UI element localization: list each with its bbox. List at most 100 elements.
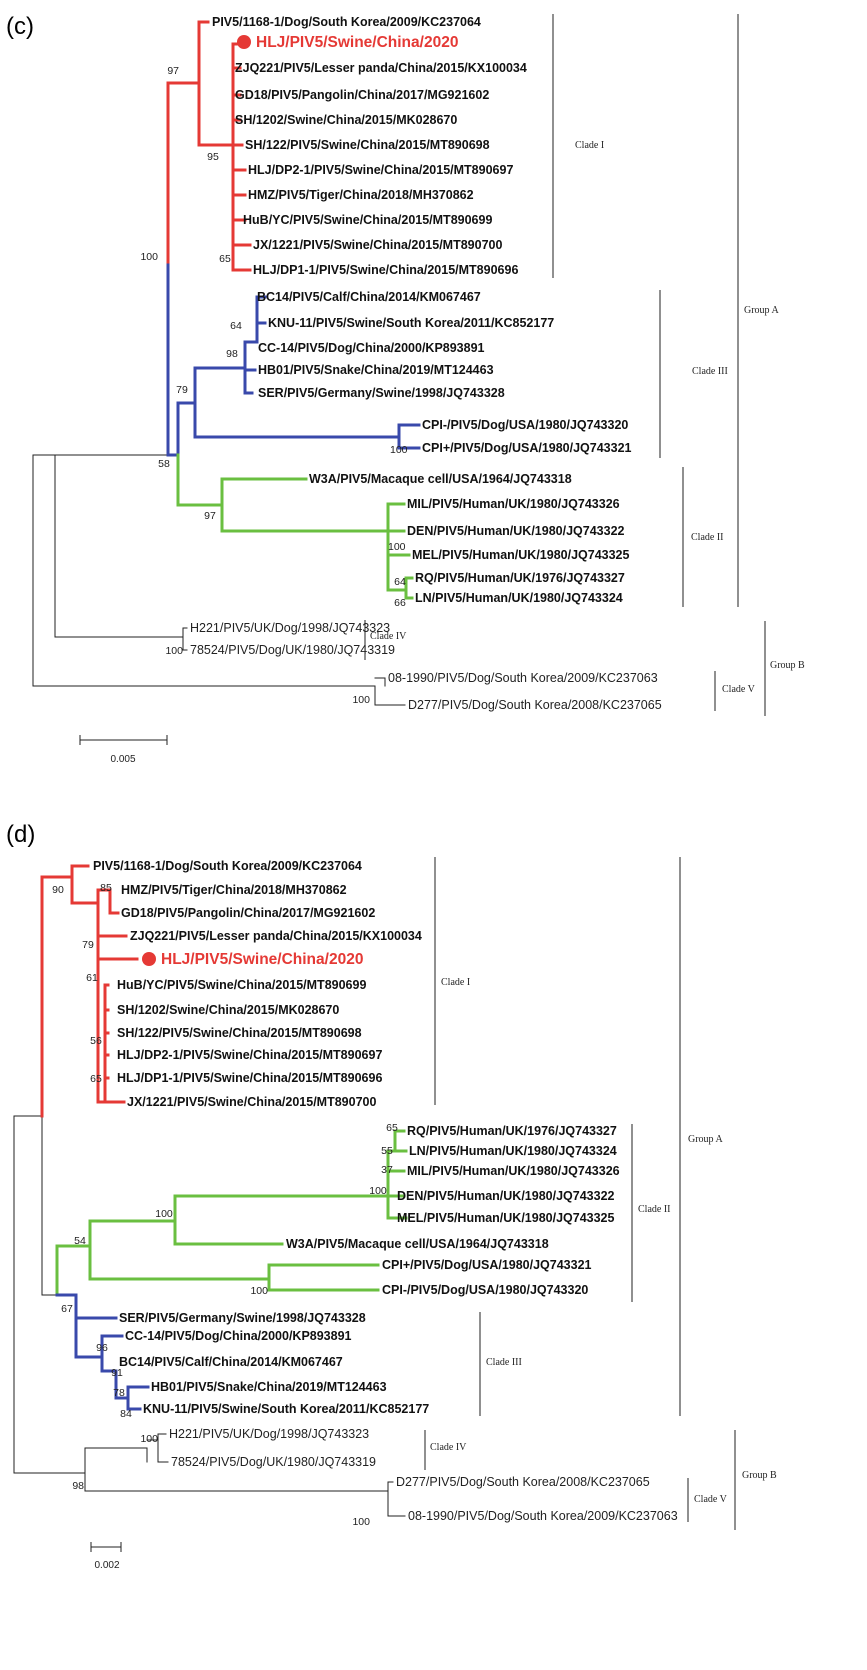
leaf-c-hlj-2020: HLJ/PIV5/Swine/China/2020: [256, 34, 458, 51]
bootstrap-61-d: 61: [86, 972, 98, 984]
bootstrap-55-d: 55: [381, 1145, 393, 1157]
leaf-d-w3a: W3A/PIV5/Macaque cell/USA/1964/JQ743318: [286, 1237, 549, 1251]
label-clade5-d: Clade V: [694, 1494, 728, 1505]
scale-bar-c: [79, 735, 168, 745]
leaf-d-ser: SER/PIV5/Germany/Swine/1998/JQ743328: [119, 1311, 366, 1325]
bootstrap-97b-c: 97: [204, 510, 216, 522]
label-groupA-d: Group A: [688, 1134, 724, 1145]
bootstrap-79-c: 79: [176, 384, 188, 396]
leaf-c-rq: RQ/PIV5/Human/UK/1976/JQ743327: [415, 571, 625, 585]
bootstrap-97-c: 97: [167, 65, 179, 77]
branch-clade3-d: [55, 1293, 150, 1411]
bootstrap-100-clade4-c: 100: [165, 645, 183, 657]
leaf-d-gd18: GD18/PIV5/Pangolin/China/2017/MG921602: [121, 906, 375, 920]
leaf-c-d277: D277/PIV5/Dog/South Korea/2008/KC237065: [408, 698, 662, 712]
leaf-d-zjq221: ZJQ221/PIV5/Lesser panda/China/2015/KX10…: [130, 929, 422, 943]
bootstrap-66-c: 66: [394, 597, 406, 609]
scale-label-d: 0.002: [94, 1560, 119, 1571]
bootstrap-95-c: 95: [207, 151, 219, 163]
leaf-d-h221: H221/PIV5/UK/Dog/1998/JQ743323: [169, 1427, 369, 1441]
leaf-c-den: DEN/PIV5/Human/UK/1980/JQ743322: [407, 524, 625, 538]
label-clade3-c: Clade III: [692, 366, 728, 377]
leaf-c-hb01: HB01/PIV5/Snake/China/2019/MT124463: [258, 363, 494, 377]
leaf-c-bc14: BC14/PIV5/Calf/China/2014/KM067467: [257, 290, 481, 304]
bootstrap-54-d: 54: [74, 1235, 86, 1247]
scale-label-c: 0.005: [110, 754, 135, 765]
panel-c-label: (c): [6, 13, 34, 40]
bootstrap-100-clade5-d: 100: [352, 1516, 370, 1528]
bootstrap-96-d: 96: [96, 1342, 108, 1354]
bootstrap-100-clade4-d: 100: [140, 1433, 158, 1445]
bootstrap-98-c: 98: [226, 348, 238, 360]
bootstrap-100-c: 100: [140, 251, 158, 263]
leaf-d-den: DEN/PIV5/Human/UK/1980/JQ743322: [397, 1189, 615, 1203]
leaf-d-hub-yc: HuB/YC/PIV5/Swine/China/2015/MT890699: [117, 978, 366, 992]
leaf-c-mil: MIL/PIV5/Human/UK/1980/JQ743326: [407, 497, 620, 511]
bootstrap-65b-d: 65: [386, 1122, 398, 1134]
leaf-d-cpi-plus: CPI+/PIV5/Dog/USA/1980/JQ743321: [382, 1258, 592, 1272]
leaf-c-1168-1: PIV5/1168-1/Dog/South Korea/2009/KC23706…: [212, 15, 481, 29]
branch-clade3-c: [166, 263, 421, 457]
branch-clade5-d: [387, 1481, 406, 1517]
label-clade1-c: Clade I: [575, 140, 604, 151]
leaf-d-ln: LN/PIV5/Human/UK/1980/JQ743324: [409, 1144, 617, 1158]
bootstrap-79-d: 79: [82, 939, 94, 951]
leaf-c-w3a: W3A/PIV5/Macaque cell/USA/1964/JQ743318: [309, 472, 572, 486]
bootstrap-91-d: 91: [111, 1367, 123, 1379]
label-clade2-d: Clade II: [638, 1204, 671, 1215]
bootstrap-90-d: 90: [52, 884, 64, 896]
branch-clade5-c: [374, 677, 406, 706]
leaf-c-zjq221: ZJQ221/PIV5/Lesser panda/China/2015/KX10…: [235, 61, 527, 75]
leaf-d-hlj-dp1-1: HLJ/DP1-1/PIV5/Swine/China/2015/MT890696: [117, 1071, 382, 1085]
leaf-c-hlj-dp1-1: HLJ/DP1-1/PIV5/Swine/China/2015/MT890696: [253, 263, 518, 277]
leaf-d-hb01: HB01/PIV5/Snake/China/2019/MT124463: [151, 1380, 387, 1394]
leaf-d-08-1990: 08-1990/PIV5/Dog/South Korea/2009/KC2370…: [408, 1509, 678, 1523]
leaf-d-cc-14: CC-14/PIV5/Dog/China/2000/KP893891: [125, 1329, 352, 1343]
leaf-d-mel: MEL/PIV5/Human/UK/1980/JQ743325: [397, 1211, 615, 1225]
bootstrap-84-d: 84: [120, 1408, 132, 1420]
branch-clade4-c: [182, 627, 188, 651]
leaf-d-hlj-dp2-1: HLJ/DP2-1/PIV5/Swine/China/2015/MT890697: [117, 1048, 382, 1062]
bootstrap-56-d: 56: [90, 1035, 102, 1047]
label-clade4-d: Clade IV: [430, 1442, 467, 1453]
branch-clade1-c: [166, 20, 252, 272]
bootstrap-100-cpi-c: 100: [390, 444, 408, 456]
leaf-c-jx1221: JX/1221/PIV5/Swine/China/2015/MT890700: [253, 238, 502, 252]
label-clade2-c: Clade II: [691, 532, 724, 543]
leaf-c-hlj-dp2-1: HLJ/DP2-1/PIV5/Swine/China/2015/MT890697: [248, 163, 513, 177]
panel-d-label: (d): [6, 821, 35, 848]
bootstrap-67-d: 67: [61, 1303, 73, 1315]
bootstrap-100-human-d: 100: [369, 1185, 387, 1197]
bootstrap-64b-c: 64: [394, 576, 406, 588]
label-clade4-c: Clade IV: [370, 631, 407, 642]
leaf-d-sh1202: SH/1202/Swine/China/2015/MK028670: [117, 1003, 339, 1017]
highlight-marker-c: [237, 35, 251, 49]
bootstrap-98-d: 98: [72, 1480, 84, 1492]
leaf-d-mil: MIL/PIV5/Human/UK/1980/JQ743326: [407, 1164, 620, 1178]
leaf-c-sh122: SH/122/PIV5/Swine/China/2015/MT890698: [245, 138, 490, 152]
leaf-c-08-1990: 08-1990/PIV5/Dog/South Korea/2009/KC2370…: [388, 671, 658, 685]
leaf-d-knu-11: KNU-11/PIV5/Swine/South Korea/2011/KC852…: [143, 1402, 429, 1416]
leaf-d-78524: 78524/PIV5/Dog/UK/1980/JQ743319: [171, 1455, 376, 1469]
leaf-d-hlj-2020: HLJ/PIV5/Swine/China/2020: [161, 951, 363, 968]
branch-clade4-d: [146, 1433, 169, 1463]
leaf-c-gd18: GD18/PIV5/Pangolin/China/2017/MG921602: [235, 88, 489, 102]
branch-root-d: [13, 876, 389, 1492]
bootstrap-100-human-c: 100: [388, 541, 406, 553]
leaf-d-rq: RQ/PIV5/Human/UK/1976/JQ743327: [407, 1124, 617, 1138]
scale-bar-d: [90, 1542, 122, 1552]
branch-clade2-c: [176, 453, 414, 600]
branch-clade2-d: [55, 1129, 408, 1297]
label-clade5-c: Clade V: [722, 684, 756, 695]
panel-d: (d) 90 85 79 61 56 65 65 55 37 100 100 5…: [6, 821, 777, 1571]
bootstrap-85-d: 85: [100, 882, 112, 894]
leaf-d-jx1221: JX/1221/PIV5/Swine/China/2015/MT890700: [127, 1095, 376, 1109]
leaf-c-78524: 78524/PIV5/Dog/UK/1980/JQ743319: [190, 643, 395, 657]
leaf-d-bc14: BC14/PIV5/Calf/China/2014/KM067467: [119, 1355, 343, 1369]
leaf-d-d277: D277/PIV5/Dog/South Korea/2008/KC237065: [396, 1475, 650, 1489]
leaf-c-h221: H221/PIV5/UK/Dog/1998/JQ743323: [190, 621, 390, 635]
bootstrap-64-c: 64: [230, 320, 242, 332]
bootstrap-100-cpi-d: 100: [250, 1285, 268, 1297]
leaf-c-cpi-minus: CPI-/PIV5/Dog/USA/1980/JQ743320: [422, 418, 628, 432]
